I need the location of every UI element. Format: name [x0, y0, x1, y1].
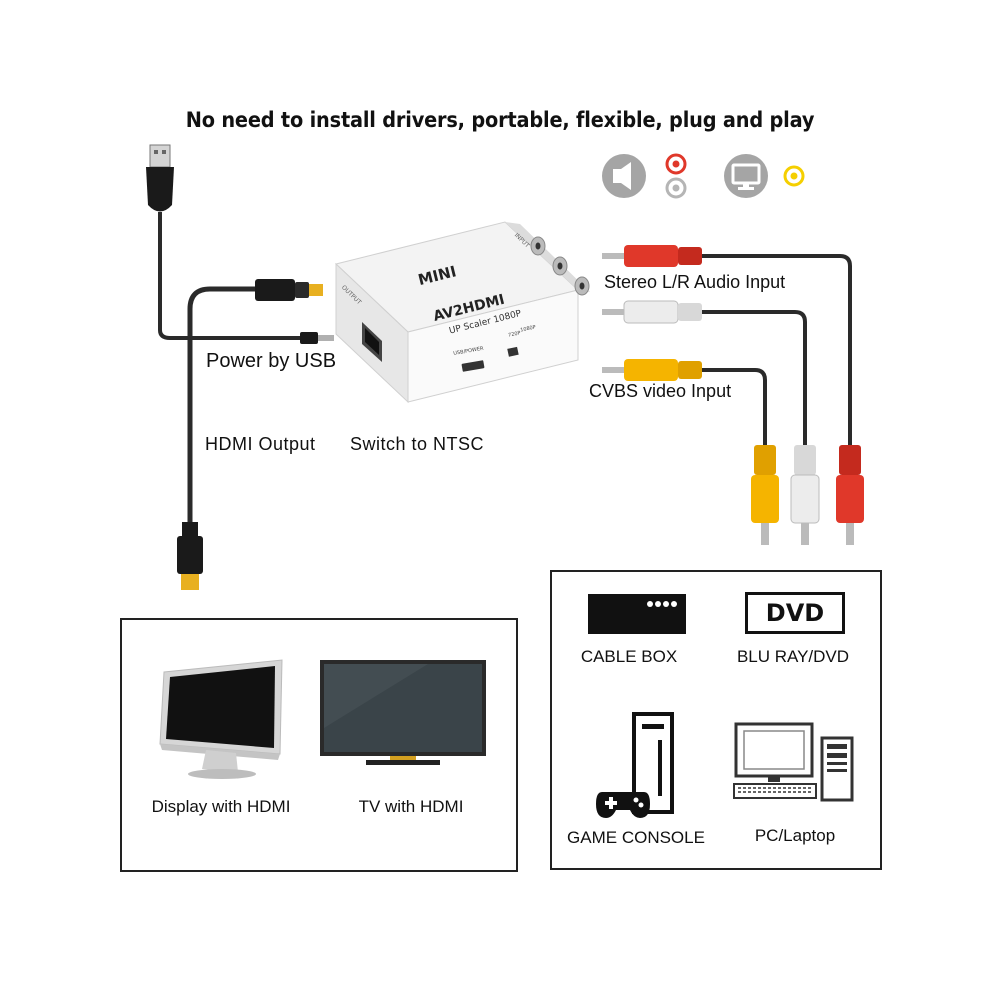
audio-jack-icon — [665, 153, 687, 199]
white-rca-plug-icon — [602, 300, 702, 324]
pc-laptop-label: PC/Laptop — [754, 826, 836, 845]
dvd-badge: DVD — [745, 592, 845, 634]
hdmi-plug-top-icon — [255, 279, 323, 301]
red-audio-cable — [700, 254, 852, 450]
hdmi-output-label: HDMI Output — [205, 434, 316, 454]
usb-cable — [158, 212, 305, 340]
usb-plug-icon — [146, 144, 174, 212]
device-usb-label: USB/POWER — [453, 346, 485, 357]
yellow-video-cable — [700, 368, 767, 450]
switch-ntsc-label: Switch to NTSC — [350, 434, 485, 454]
tv-hdmi-label: TV with HDMI — [358, 797, 464, 816]
device-720-label: 720P — [508, 330, 522, 338]
cable-box-label: CABLE BOX — [580, 647, 678, 666]
tv-icon — [320, 660, 486, 765]
red-rca-plug-icon — [602, 245, 702, 267]
av2hdmi-converter: MINI AV2HDMI UP Scaler 1080P OUTPUT INPU… — [334, 221, 590, 404]
red-rca-plug-vertical-icon — [836, 445, 864, 545]
headline: No need to install drivers, portable, fl… — [185, 108, 815, 132]
hdmi-port-icon — [362, 322, 382, 362]
white-rca-plug-vertical-icon — [790, 445, 820, 545]
yellow-rca-plug-icon — [602, 359, 702, 381]
hdmi-cable — [187, 286, 258, 530]
game-console-label: GAME CONSOLE — [567, 828, 705, 847]
micro-usb-plug-icon — [300, 332, 334, 344]
pc-laptop-icon — [733, 722, 854, 802]
speaker-icon — [602, 154, 646, 198]
display-monitor-icon — [159, 659, 283, 779]
stereo-audio-label: Stereo L/R Audio Input — [604, 272, 786, 292]
input-type-icons — [602, 153, 805, 199]
bluray-label: BLU RAY/DVD — [736, 647, 850, 666]
yellow-rca-plug-vertical-icon — [751, 445, 779, 545]
cable-box-icon — [588, 594, 686, 634]
game-console-icon — [596, 712, 674, 818]
video-jack-icon — [783, 165, 805, 187]
device-1080-label: 1080P — [520, 324, 537, 333]
connection-diagram: MINI AV2HDMI UP Scaler 1080P OUTPUT INPU… — [146, 144, 864, 590]
power-usb-label: Power by USB — [206, 350, 337, 372]
display-hdmi-label: Display with HDMI — [151, 797, 291, 816]
micro-usb-port-icon — [461, 360, 485, 372]
rca-port-icon — [530, 236, 590, 296]
hdmi-plug-bottom-icon — [177, 522, 203, 590]
ntsc-switch-icon — [507, 346, 519, 357]
cvbs-video-label: CVBS video Input — [589, 381, 732, 401]
white-audio-cable — [700, 310, 807, 450]
monitor-icon — [724, 154, 768, 198]
